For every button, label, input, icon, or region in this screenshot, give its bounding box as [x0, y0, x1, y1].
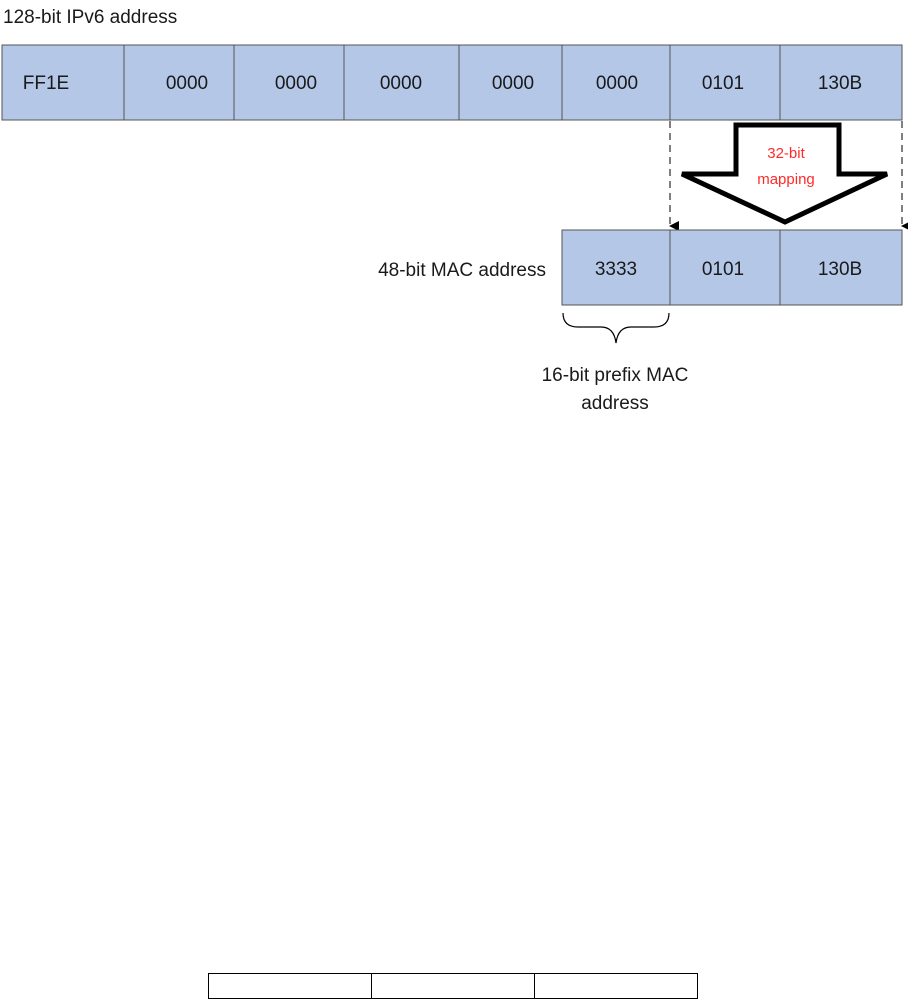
ipv6-address-label: 128-bit IPv6 address: [3, 7, 177, 28]
ipv6-segment: 0000: [458, 44, 563, 121]
ipv6-segment-text: 0000: [380, 73, 422, 94]
table-cell: [371, 973, 535, 999]
mac-segment-text: 3333: [595, 259, 637, 280]
mac-segment: 0101: [669, 229, 781, 306]
ipv6-segment-text: 0101: [702, 73, 744, 94]
mac-segment-row: 3333 0101 130B: [561, 229, 903, 306]
ipv6-segment-text: FF1E: [23, 73, 69, 94]
ipv6-segment: FF1E: [1, 44, 125, 121]
mac-segment: 3333: [561, 229, 671, 306]
ipv6-segment: 0101: [669, 44, 781, 121]
ipv6-segment-text: 0000: [275, 73, 317, 94]
mapping-text-line2: mapping: [757, 171, 815, 188]
mac-segment: 130B: [779, 229, 903, 306]
mac-segment-text: 130B: [818, 259, 862, 280]
prefix-label-line2: address: [581, 393, 649, 414]
ipv6-segment: 0000: [123, 44, 235, 121]
footer-empty-table: [208, 973, 698, 999]
ipv6-segment: 0000: [343, 44, 460, 121]
mapping-text-line1: 32-bit: [767, 145, 805, 162]
table-cell: [534, 973, 698, 999]
table-row: [208, 973, 698, 999]
prefix-label-line1: 16-bit prefix MAC: [542, 365, 689, 386]
ipv6-segment-text: 0000: [492, 73, 534, 94]
table-cell: [208, 973, 372, 999]
ipv6-segment-text: 0000: [166, 73, 208, 94]
mac-segment-text: 0101: [702, 259, 744, 280]
ipv6-segment: 0000: [233, 44, 345, 121]
mapping-arrow: 32-bit mapping: [680, 122, 889, 225]
prefix-brace: [562, 312, 670, 344]
ipv6-segment: 130B: [779, 44, 903, 121]
ipv6-segment: 0000: [561, 44, 671, 121]
ipv6-segment-row: FF1E 0000 0000 0000 0000 0000 0101 130B: [1, 44, 903, 121]
ipv6-segment-text: 0000: [596, 73, 638, 94]
ipv6-segment-text: 130B: [818, 73, 862, 94]
mac-address-label: 48-bit MAC address: [378, 260, 546, 281]
